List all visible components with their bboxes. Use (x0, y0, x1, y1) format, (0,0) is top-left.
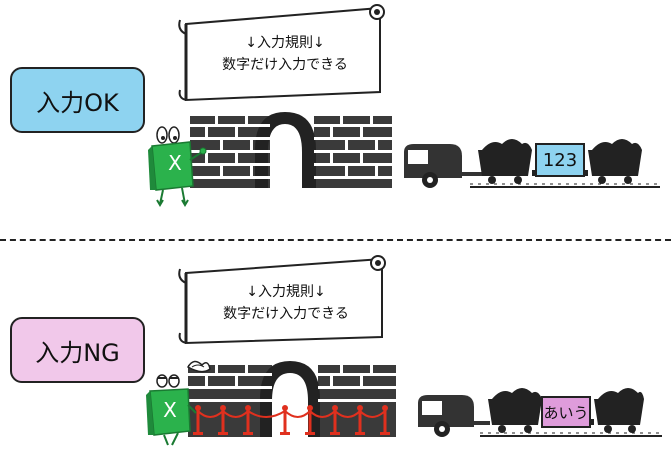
ng-scene (146, 255, 662, 446)
brick-wall (188, 361, 396, 437)
rule-scroll (178, 255, 386, 345)
rule-title: ↓入力規則↓ (246, 284, 326, 300)
input-ok-bubble: 入力OK (10, 67, 145, 133)
rule-text: 数字だけ入力できる (222, 57, 348, 73)
rule-title: ↓入力規則↓ (245, 35, 325, 51)
freight-train (404, 139, 660, 188)
rule-text: 数字だけ入力できる (223, 306, 349, 322)
cargo-value-ng: あいう (541, 396, 591, 428)
input-ok-panel: 入力OK ↓入力規則↓ 数字だけ入力できる X 123 (10, 4, 660, 207)
mascot-character (146, 360, 211, 446)
cargo-value-ok: 123 (535, 143, 585, 177)
rule-scroll-text: ↓入力規則↓ 数字だけ入力できる (190, 32, 380, 76)
rule-scroll-text: ↓入力規則↓ 数字だけ入力できる (190, 281, 382, 325)
rule-scroll (178, 4, 385, 102)
mascot-character (148, 126, 207, 207)
mascot-label: X (163, 398, 177, 422)
input-ng-bubble: 入力NG (10, 317, 145, 383)
barrier-rope (193, 405, 390, 435)
section-divider (0, 239, 671, 241)
input-ng-panel: 入力NG ↓入力規則↓ 数字だけ入力できる X あいう (0, 245, 671, 451)
ok-scene (148, 4, 660, 207)
mascot-label: X (168, 151, 182, 175)
freight-train (418, 388, 662, 437)
brick-wall (190, 112, 392, 188)
